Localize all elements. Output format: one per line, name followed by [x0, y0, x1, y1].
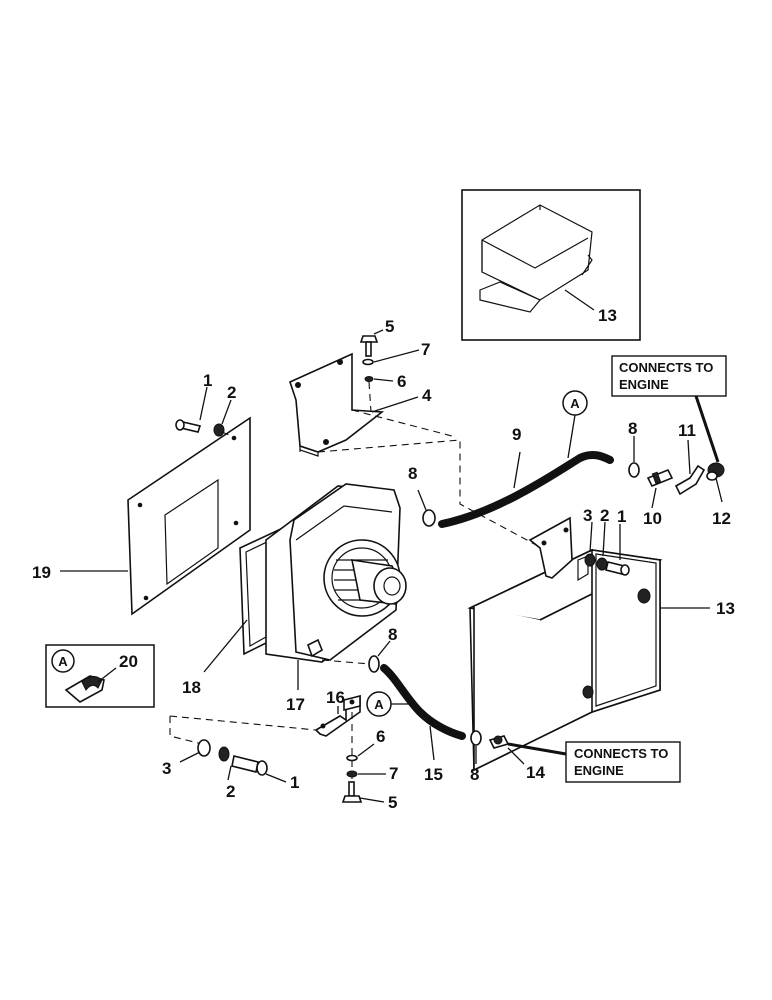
callout-12: 12 [712, 509, 731, 528]
callout-19: 19 [32, 563, 51, 582]
lockwasher-7-top [362, 358, 374, 366]
callout-8-lower-right: 8 [470, 765, 479, 784]
fitting-12 [706, 462, 725, 481]
ref-circle-legend-label: A [58, 654, 68, 669]
svg-text:ENGINE: ENGINE [574, 763, 624, 778]
note-connects-engine-top: CONNECTS TO ENGINE [611, 355, 727, 397]
hose-lower [380, 664, 466, 740]
nut-6-top [364, 376, 374, 382]
callout-8-upper-left: 8 [408, 464, 417, 483]
callout-5-top: 5 [385, 317, 394, 336]
callout-13: 13 [716, 599, 735, 618]
clamp-8-upper-left [422, 509, 436, 527]
callout-18: 18 [182, 678, 201, 697]
bolt-5-bottom [341, 781, 363, 803]
nut-6-bottom [346, 754, 358, 762]
callout-2-bottom: 2 [226, 782, 235, 801]
ref-circle-hose-bottom-label: A [374, 697, 384, 712]
bracket-top [289, 352, 385, 457]
callout-20: 20 [119, 652, 138, 671]
bolt-5-top [359, 335, 379, 357]
callout-8-upper-right: 8 [628, 419, 637, 438]
callout-17: 17 [286, 695, 305, 714]
callout-3-right: 3 [583, 506, 592, 525]
callout-3-bottom: 3 [162, 759, 171, 778]
box-bracket [528, 516, 573, 579]
note-connects-engine-bottom: CONNECTS TO ENGINE [565, 741, 681, 783]
callout-9: 9 [512, 425, 521, 444]
ref-circle-hose-top-label: A [570, 396, 580, 411]
callout-1-right: 1 [617, 507, 626, 526]
washer-3-bottom [197, 739, 211, 757]
fitting-10 [646, 468, 674, 488]
washer-3-right [584, 553, 596, 567]
callout-14: 14 [526, 763, 545, 782]
svg-text:ENGINE: ENGINE [619, 377, 669, 392]
callout-10: 10 [643, 509, 662, 528]
callout-4: 4 [422, 386, 432, 405]
callout-7-bottom: 7 [389, 764, 398, 783]
legend-clip-box: A 20 [45, 644, 155, 708]
bolt-1-right [605, 561, 630, 576]
svg-text:CONNECTS TO: CONNECTS TO [619, 360, 713, 375]
callout-8-lower-left: 8 [388, 625, 397, 644]
elbow-11 [674, 464, 706, 496]
hose-upper [438, 450, 614, 528]
bolt-and-washer-top-left [175, 419, 237, 439]
clamp-8-lower-left [368, 655, 380, 673]
callout-1-bottom: 1 [290, 773, 299, 792]
callout-6-bottom: 6 [376, 727, 385, 746]
clamp-8-upper-right [628, 462, 640, 478]
mounting-plate [127, 416, 251, 616]
callout-2-right: 2 [600, 506, 609, 525]
washer-2-right [596, 557, 608, 571]
callout-6-top: 6 [397, 372, 406, 391]
heater-housing [265, 483, 407, 663]
callout-7-top: 7 [421, 340, 430, 359]
svg-text:CONNECTS TO: CONNECTS TO [574, 746, 668, 761]
callout-16: 16 [326, 688, 345, 707]
inset-detail: 13 [461, 189, 641, 341]
callout-2-top: 2 [227, 383, 236, 402]
callout-11: 11 [678, 421, 696, 440]
callout-15: 15 [424, 765, 443, 784]
callout-1-top: 1 [203, 371, 212, 390]
washer-2-bottom [218, 746, 230, 762]
clamp-8-lower-right [470, 730, 482, 746]
bolt-1-bottom [231, 755, 268, 776]
callout-5-bottom: 5 [388, 793, 397, 812]
bracket-bottom [314, 694, 361, 737]
callout-13-inset: 13 [598, 306, 617, 325]
lockwasher-7-bottom [346, 770, 358, 778]
